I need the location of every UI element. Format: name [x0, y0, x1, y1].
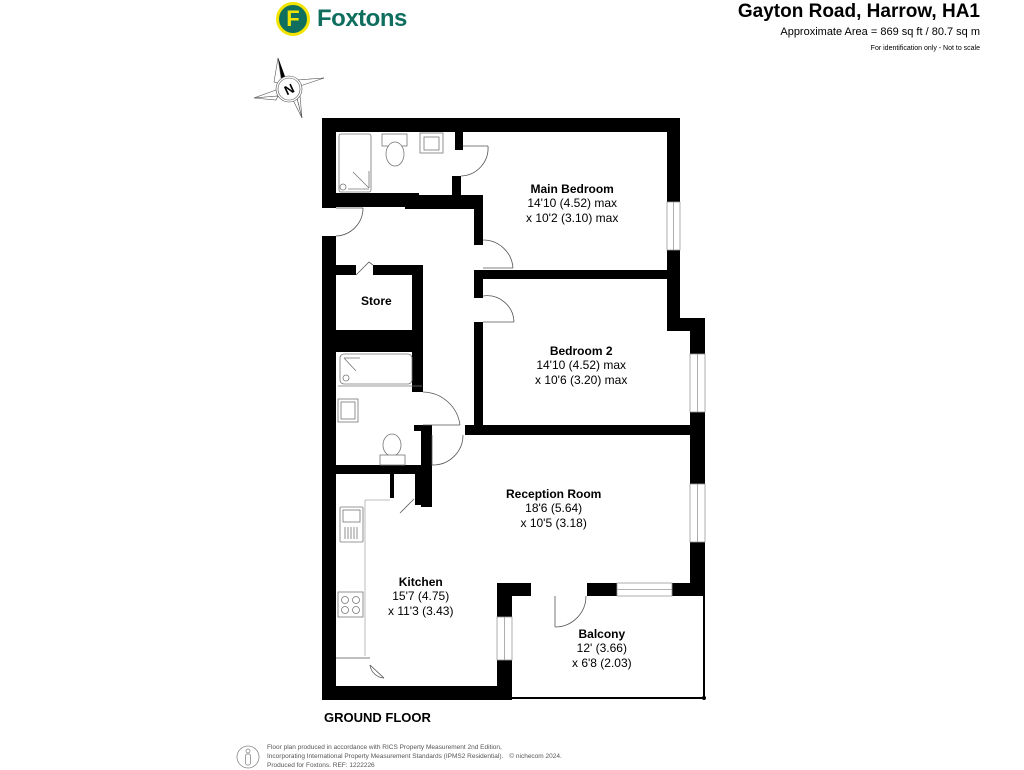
foxtons-logo: F Foxtons — [276, 2, 407, 36]
footer-standards: Incorporating International Property Mea… — [267, 752, 504, 760]
room-main-bedroom: Main Bedroom 14'10 (4.52) max x 10'2 (3.… — [526, 182, 618, 225]
room-dimension: 18'6 (5.64) — [525, 501, 583, 516]
brand-name: Foxtons — [317, 5, 407, 32]
room-dimension: 12' (3.66) — [576, 641, 627, 656]
footer-line-1: Floor plan produced in accordance with R… — [267, 744, 502, 751]
footer-line-3: Produced for Foxtons. REF: 1222226 — [267, 761, 375, 769]
room-dimension: 14'10 (4.52) max — [527, 196, 617, 211]
room-kitchen: Kitchen 15'7 (4.75) x 11'3 (3.43) — [388, 575, 453, 618]
room-dimension: x 10'6 (3.20) max — [535, 372, 628, 387]
room-name: Store — [361, 294, 392, 308]
room-reception: Reception Room 18'6 (5.64) x 10'5 (3.18) — [506, 487, 601, 530]
room-dimension: x 11'3 (3.43) — [388, 603, 454, 618]
footer-line-2: Incorporating International Property Mea… — [267, 753, 562, 762]
room-dimension: x 10'5 (3.18) — [520, 515, 587, 530]
footer: Floor plan produced in accordance with R… — [236, 744, 562, 770]
room-name: Bedroom 2 — [549, 344, 613, 358]
property-address-title: Gayton Road, Harrow, HA1 — [737, 1, 980, 22]
logo-letter: F — [280, 6, 306, 32]
room-dimension: x 10'2 (3.10) max — [526, 210, 619, 225]
approximate-area: Approximate Area = 869 sq ft / 80.7 sq m — [780, 26, 980, 38]
room-name: Kitchen — [398, 575, 443, 589]
foxtons-logo-icon: F — [276, 2, 310, 36]
person-icon — [236, 745, 260, 769]
room-dimension: 14'10 (4.52) max — [536, 358, 626, 373]
room-name: Main Bedroom — [530, 182, 614, 196]
room-dimension: x 6'8 (2.03) — [572, 655, 632, 670]
room-dimension: 15'7 (4.75) — [392, 589, 450, 604]
room-name: Reception Room — [506, 487, 602, 501]
room-bedroom-2: Bedroom 2 14'10 (4.52) max x 10'6 (3.20)… — [535, 344, 627, 387]
scale-disclaimer: For identification only - Not to scale — [870, 45, 980, 52]
room-balcony: Balcony 12' (3.66) x 6'8 (2.03) — [572, 627, 632, 670]
footer-copyright: © nichecom 2024. — [509, 752, 562, 760]
room-store: Store — [361, 294, 392, 308]
floor-label: GROUND FLOOR — [324, 710, 431, 725]
north-compass-icon: N — [253, 57, 325, 119]
room-name: Balcony — [578, 627, 626, 641]
